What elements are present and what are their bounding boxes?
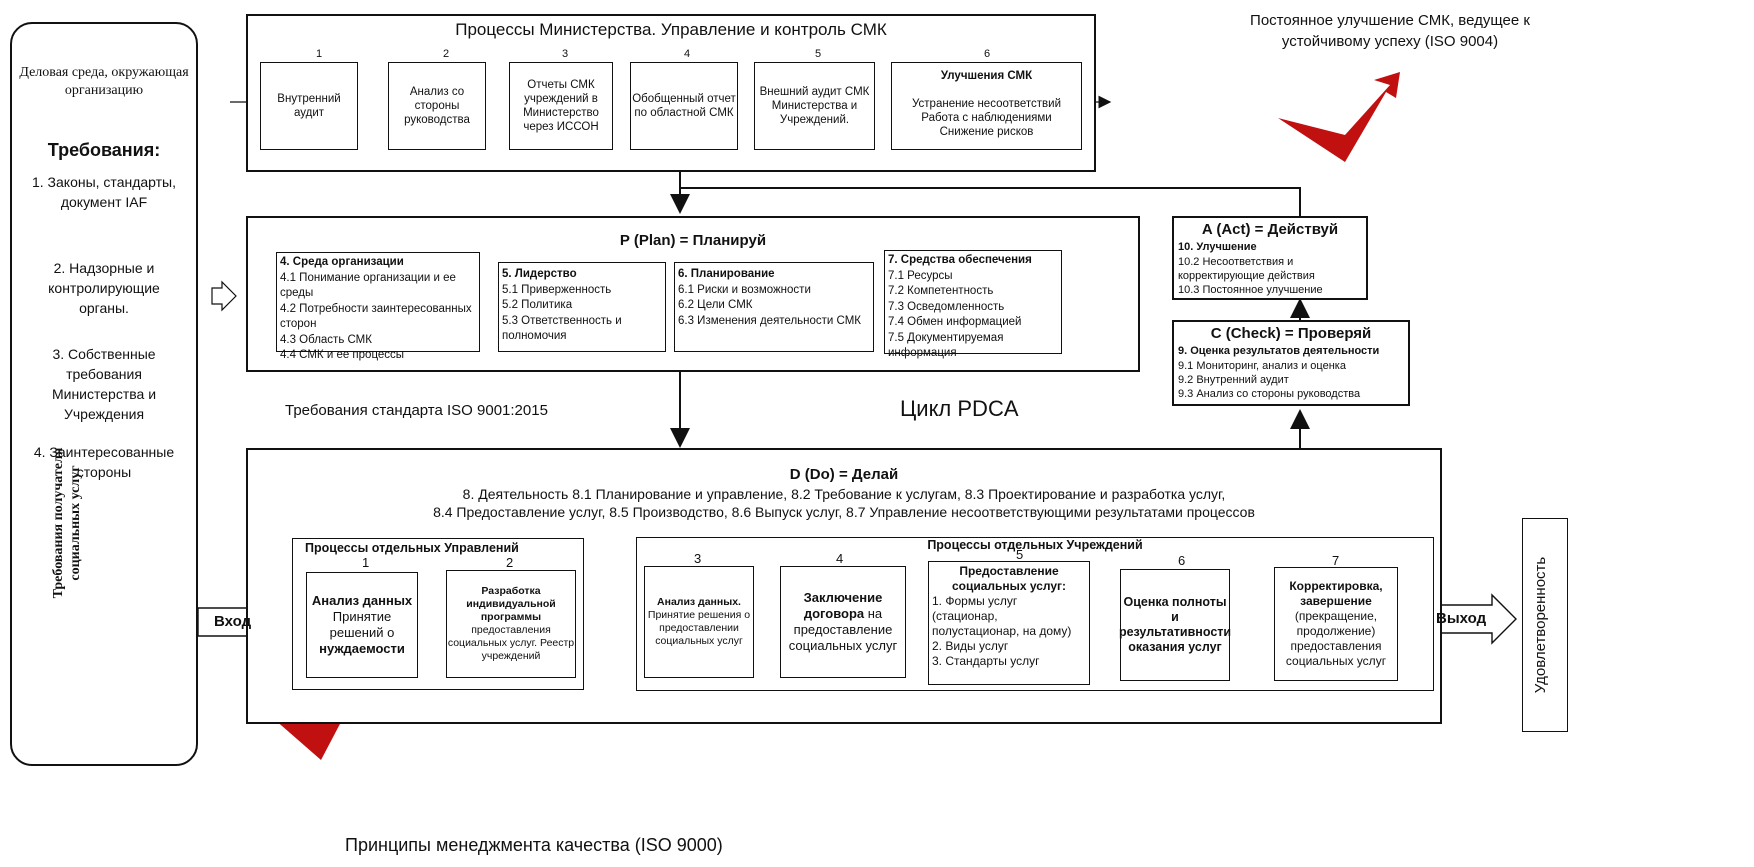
step-number: 1 bbox=[316, 48, 323, 60]
requirements-to-plan-arrow bbox=[211, 280, 237, 312]
do-step-adjustment: Корректировка, завершение (прекращение, … bbox=[1274, 567, 1398, 681]
step-number: 5 bbox=[815, 48, 822, 60]
do-step-service-delivery: Предоставление социальных услуг: 1. Форм… bbox=[928, 561, 1090, 685]
red-arrow-improvement bbox=[1278, 72, 1400, 162]
ministry-step-internal-audit: Внутренний аудит bbox=[260, 62, 358, 150]
step-number: 7 bbox=[1332, 553, 1340, 568]
ministry-title: Процессы Министерства. Управление и конт… bbox=[455, 20, 887, 39]
do-step-evaluation: Оценка полноты и результативности оказан… bbox=[1119, 569, 1231, 681]
step-number: 6 bbox=[1178, 553, 1186, 568]
ministry-step-management-review: Анализ со стороны руководства bbox=[388, 62, 486, 150]
ministry-step-improvements: Улучшения СМК Устранение несоответствий … bbox=[891, 62, 1082, 150]
do-description-line: 8. Деятельность 8.1 Планирование и управ… bbox=[462, 486, 1226, 502]
output-label: Выход bbox=[1436, 610, 1487, 627]
vertical-recipient-label: Требования получателя социальных услуг bbox=[51, 447, 83, 599]
ministry-step-reports: Отчеты СМК учреждений в Министерство чер… bbox=[509, 62, 613, 150]
do-step-individual-program: Разработка индивидуальной программы пред… bbox=[446, 570, 576, 678]
step-number: 3 bbox=[562, 48, 569, 60]
act-box: A (Act) = Действуй 10. Улучшение 10.2 Не… bbox=[1172, 216, 1368, 300]
requirement-item: 4. Заинтересованные стороны bbox=[33, 444, 175, 480]
requirement-item: 3. Собственные требования Министерства и… bbox=[51, 346, 157, 422]
plan-col-leadership: 5. Лидерство 5.1 Приверженность 5.2 Поли… bbox=[498, 262, 666, 352]
plan-col-planning: 6. Планирование 6.1 Риски и возможности … bbox=[674, 262, 874, 352]
step-number: 4 bbox=[836, 551, 844, 566]
continuous-improvement-note: Постоянное улучшение СМК, ведущее к усто… bbox=[1250, 12, 1530, 50]
step-number: 1 bbox=[362, 555, 370, 570]
business-environment-text: Деловая среда, окружающая организацию bbox=[19, 65, 189, 98]
do-step-analysis: Анализ данных Принятие решений о нуждаем… bbox=[306, 572, 418, 678]
pdca-cycle-label: Цикл PDCA bbox=[900, 396, 1019, 421]
quality-principles-label: Принципы менеджмента качества (ISO 9000) bbox=[345, 835, 723, 855]
do-step-contract: Заключение договора на предоставление со… bbox=[780, 566, 906, 678]
requirement-item: 1. Законы, стандарты, документ IAF bbox=[31, 174, 177, 210]
ministry-step-summary-report: Обобщенный отчет по областной СМК bbox=[630, 62, 738, 150]
plan-col-context: 4. Среда организации 4.1 Понимание орган… bbox=[276, 252, 480, 361]
do-title: D (Do) = Делай bbox=[789, 466, 899, 483]
act-to-ministry-connector bbox=[680, 187, 1301, 216]
departments-title: Процессы отдельных Управлений bbox=[305, 541, 519, 555]
satisfaction-label: Удовлетворенность bbox=[1532, 556, 1549, 694]
satisfaction-box bbox=[1522, 518, 1568, 732]
iso-requirements-label: Требования стандарта ISO 9001:2015 bbox=[285, 402, 548, 419]
check-box: C (Check) = Проверяй 9. Оценка результат… bbox=[1172, 320, 1410, 406]
institutions-title: Процессы отдельных Учреждений bbox=[927, 538, 1143, 552]
step-number: 2 bbox=[443, 48, 450, 60]
plan-col-support: 7. Средства обеспечения 7.1 Ресурсы 7.2 … bbox=[884, 250, 1062, 359]
step-number: 2 bbox=[506, 555, 514, 570]
ministry-step-external-audit: Внешний аудит СМК Министерства и Учрежде… bbox=[754, 62, 875, 150]
input-label: Вход bbox=[214, 613, 252, 630]
step-number: 6 bbox=[984, 48, 991, 60]
requirement-item: 2. Надзорные и контролирующие органы. bbox=[48, 260, 160, 316]
do-description-line: 8.4 Предоставление услуг, 8.5 Производст… bbox=[433, 504, 1255, 520]
step-number: 4 bbox=[684, 48, 691, 60]
output-arrow bbox=[1431, 593, 1517, 645]
step-number: 3 bbox=[694, 551, 702, 566]
do-step-decision: Анализ данных. Принятие решения о предос… bbox=[644, 566, 754, 678]
requirements-heading: Требования: bbox=[47, 140, 161, 160]
plan-title: P (Plan) = Планируй bbox=[619, 232, 767, 249]
left-requirements-panel bbox=[10, 22, 198, 766]
step-number: 5 bbox=[1016, 547, 1024, 562]
